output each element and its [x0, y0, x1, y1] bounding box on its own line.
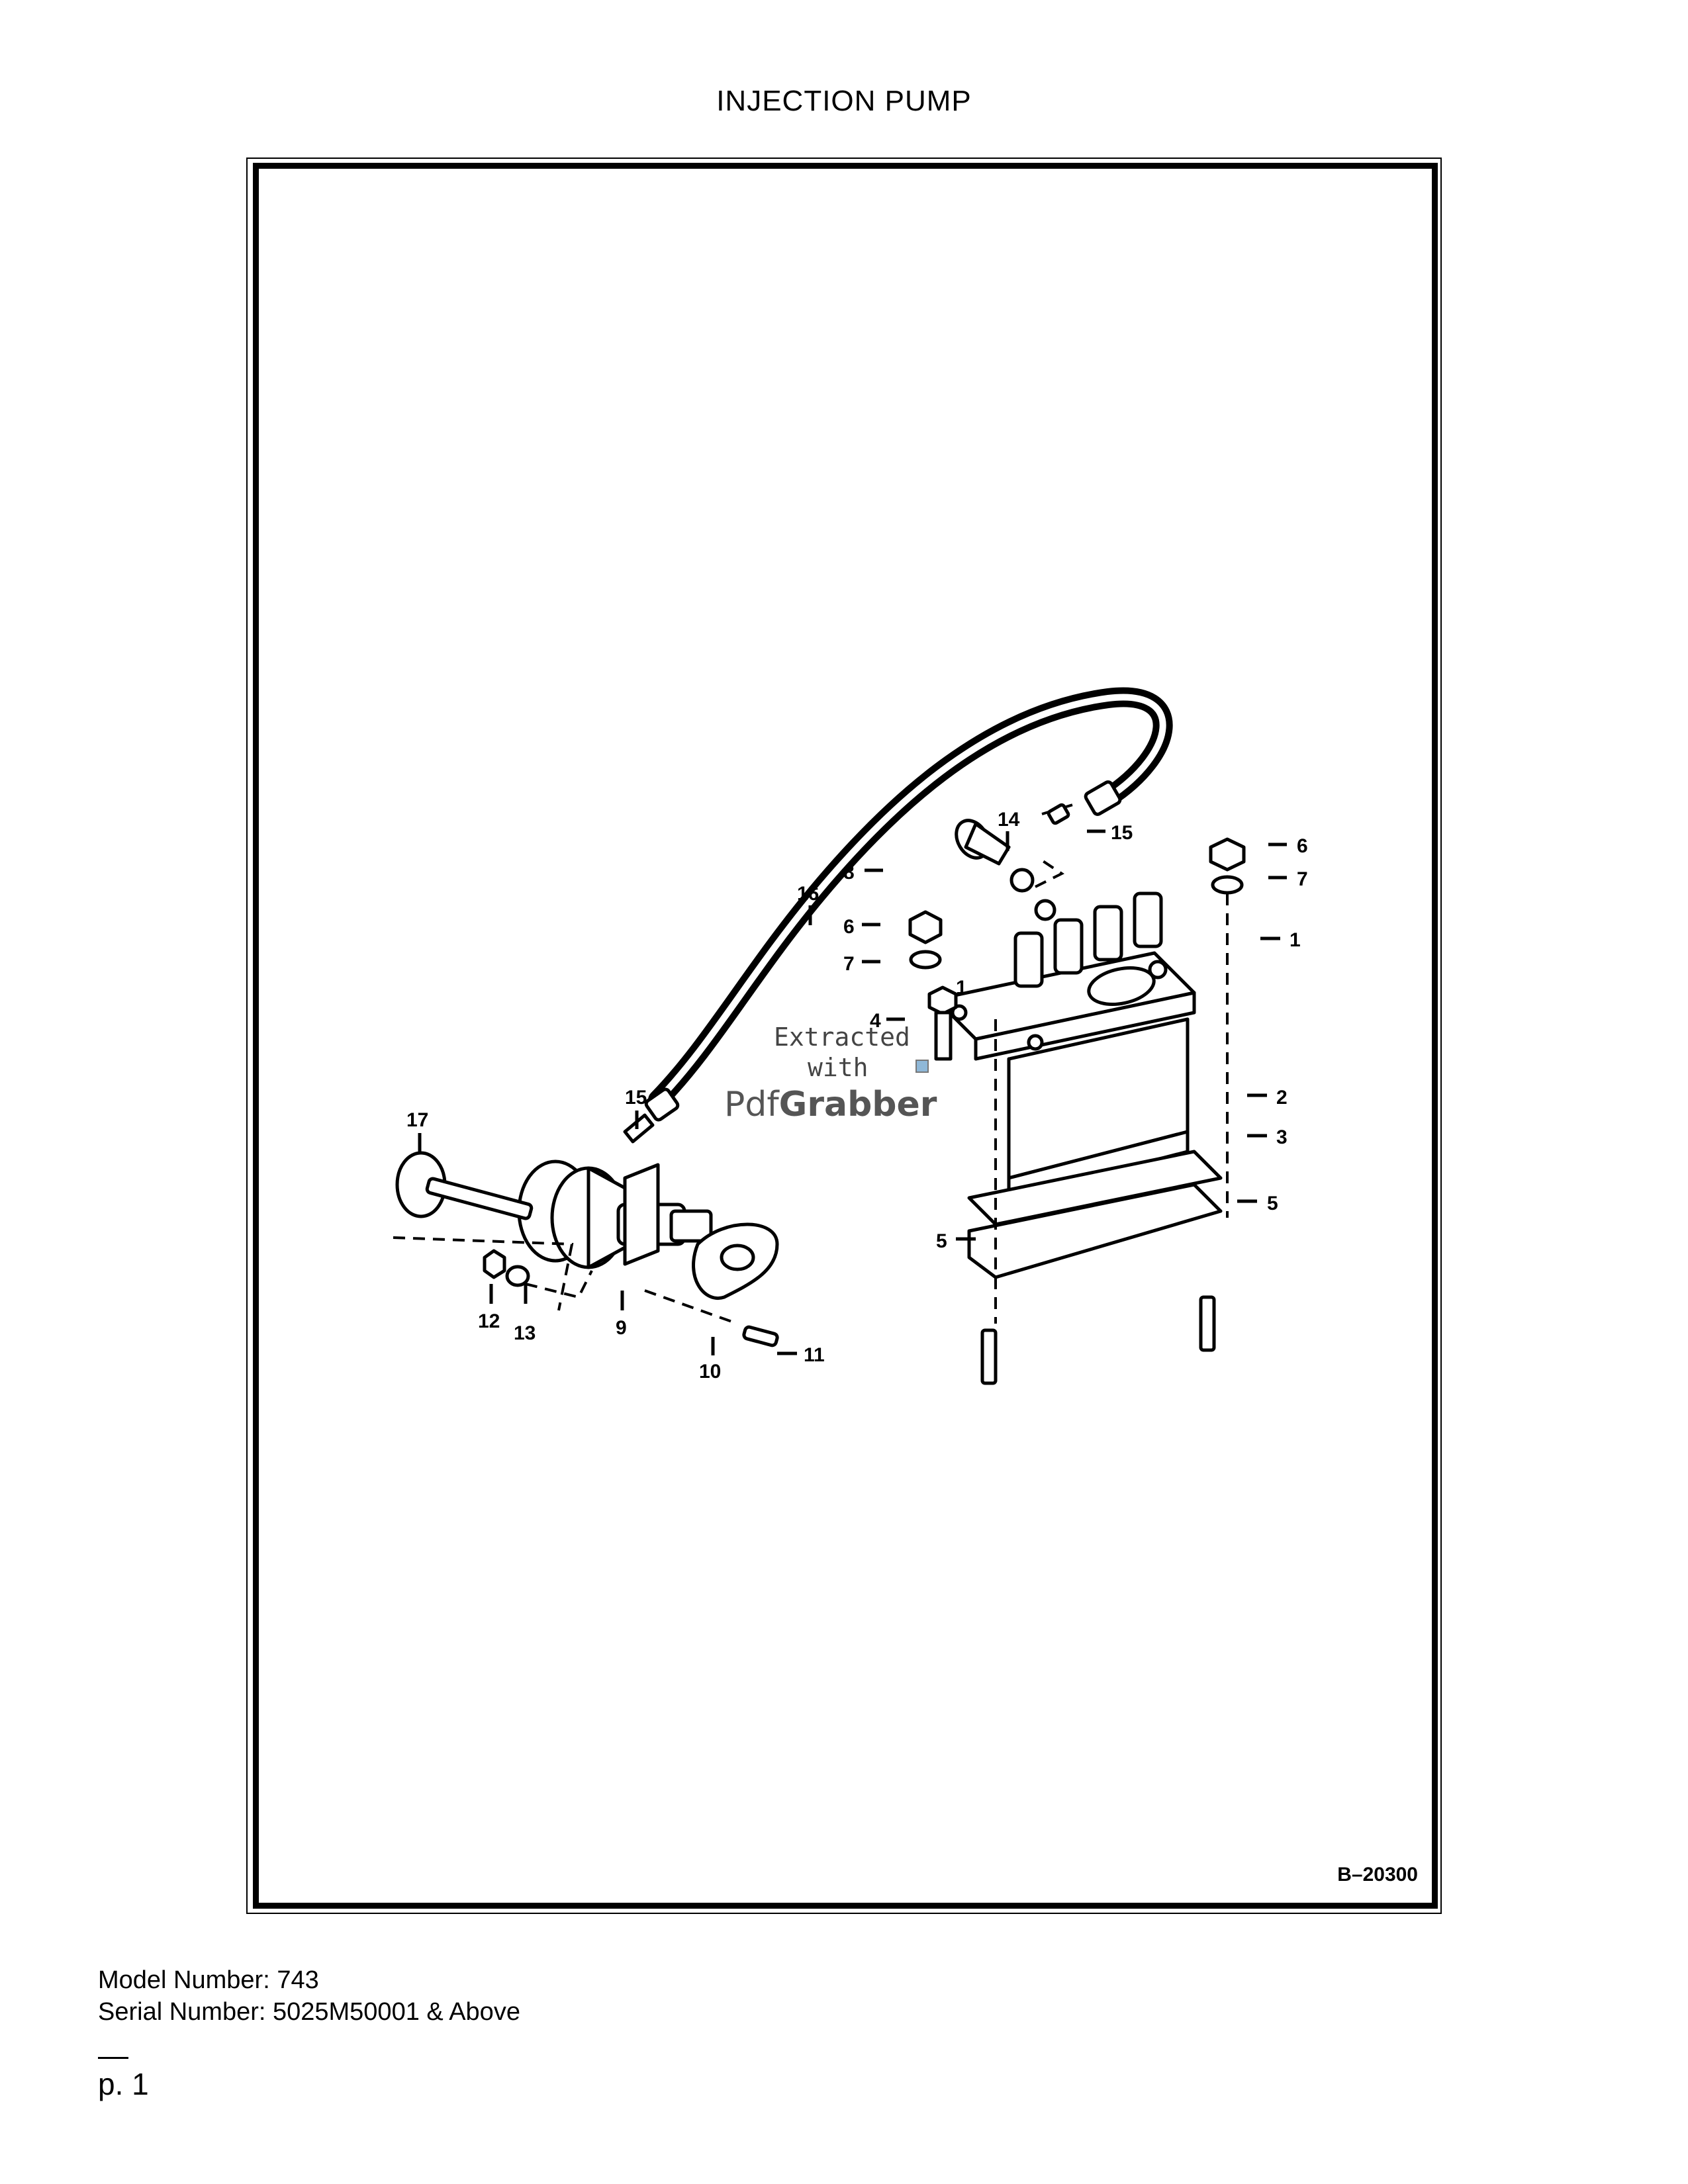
callout-15-top: 15: [1111, 822, 1133, 844]
callout-17: 17: [406, 1109, 428, 1131]
callout-1-left: 1: [956, 977, 967, 999]
banjo-fitting-top: [1041, 780, 1122, 825]
callout-11: 11: [804, 1344, 825, 1366]
stud-right: [1199, 1295, 1216, 1352]
serial-number: Serial Number: 5025M50001 & Above: [98, 1998, 520, 2026]
watermark-brand-b: Grabber: [779, 1085, 937, 1124]
diagram-frame-border: [253, 163, 1438, 1909]
watermark-brand: PdfGrabber: [724, 1085, 937, 1124]
callout-15-bottom: 15: [625, 1087, 647, 1109]
washer-left: [909, 950, 942, 970]
page-number: p. 1: [98, 2067, 149, 2101]
pump-gasket: [967, 1150, 1223, 1226]
callout-7-right: 7: [1297, 868, 1308, 890]
fuel-line-hose-highlight: [655, 694, 1166, 1103]
washer-right: [1211, 875, 1244, 895]
callout-6-left: 6: [843, 916, 855, 938]
callout-7-left: 7: [843, 953, 855, 975]
diagram-frame: 6 7 1 2 3 5 5 8 6 7 4 1 14 15 16 17 15 1…: [246, 158, 1442, 1914]
stud-left: [980, 1328, 998, 1385]
callout-2: 2: [1276, 1087, 1288, 1109]
watermark-logo-icon: [915, 1060, 929, 1073]
assembly-line-lower-c: [644, 1289, 738, 1325]
small-stud: [742, 1325, 779, 1347]
injection-pump-body: [934, 891, 1196, 1200]
page-divider: [98, 2057, 128, 2059]
injection-pump-diagram: 6 7 1 2 3 5 5 8 6 7 4 1 14 15 16 17 15 1…: [393, 687, 1308, 1385]
model-number: Model Number: 743: [98, 1966, 319, 1994]
callout-6-right: 6: [1297, 835, 1308, 857]
watermark-line2: with: [808, 1053, 868, 1082]
washer-13: [505, 1265, 530, 1287]
assembly-line-lower-b: [525, 1270, 593, 1299]
callout-8: 8: [843, 862, 855, 884]
flange-gasket-hole: [720, 1244, 755, 1271]
drive-coupling: [517, 1160, 713, 1269]
watermark-line1: Extracted: [774, 1023, 910, 1052]
callout-3: 3: [1276, 1126, 1288, 1148]
diagram-reference-code: B–20300: [1337, 1864, 1418, 1886]
timing-plate-rod: [395, 1151, 534, 1220]
page-title: INJECTION PUMP: [716, 85, 972, 117]
callout-12: 12: [478, 1310, 500, 1332]
bolt: [927, 985, 958, 1061]
hand-primer-assembly: [955, 819, 1064, 921]
watermark-brand-a: Pdf: [724, 1085, 780, 1124]
callout-13: 13: [514, 1322, 536, 1344]
leader-lines: [418, 829, 1287, 1355]
callout-labels: 6 7 1 2 3 5 5 8 6 7 4 1 14 15 16 17 15 1…: [406, 809, 1308, 1383]
pdfgrabber-watermark: Extracted with PdfGrabber: [724, 1023, 937, 1124]
callout-5-left: 5: [936, 1230, 947, 1252]
callout-9: 9: [616, 1317, 627, 1339]
nut-12: [483, 1249, 506, 1279]
nut-right: [1209, 837, 1246, 872]
callout-10: 10: [699, 1361, 721, 1383]
callout-4: 4: [870, 1010, 881, 1032]
assembly-line-lower-a: [393, 1236, 574, 1311]
callout-1-right: 1: [1289, 929, 1301, 951]
nut-left: [908, 910, 943, 944]
fuel-line-hose: [648, 687, 1173, 1110]
callout-16: 16: [797, 883, 819, 905]
model-info: Model Number: 743 Serial Number: 5025M50…: [98, 1964, 520, 2028]
pump-spacer-plate: [967, 1183, 1223, 1279]
callout-5-right: 5: [1267, 1193, 1278, 1214]
callout-14: 14: [998, 809, 1020, 831]
